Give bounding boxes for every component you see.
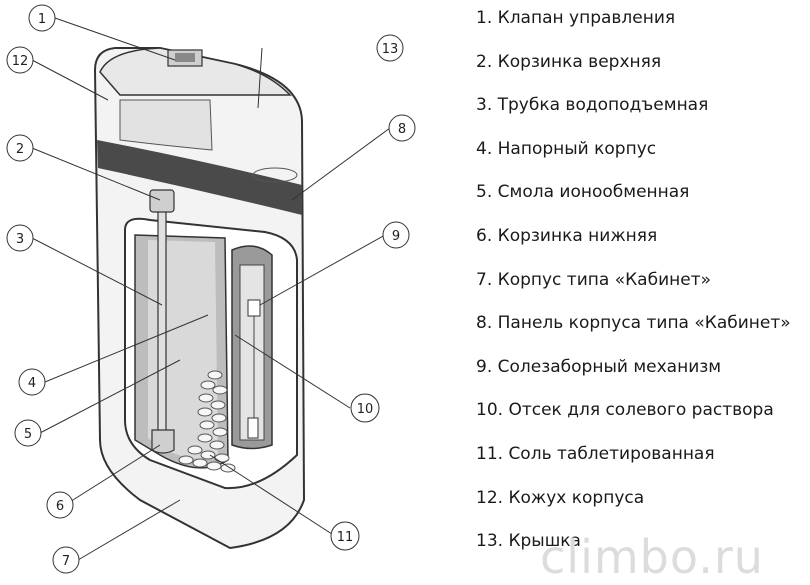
callout-5: 5	[14, 419, 42, 447]
salt-tablets	[178, 370, 236, 473]
svg-text:3: 3	[16, 232, 24, 247]
cutaway-interior	[124, 189, 298, 490]
legend-item-5: 5. Смола ионообменная	[476, 182, 690, 203]
bottom-basket	[151, 429, 175, 454]
callout-8: 8	[388, 114, 416, 142]
callout-10: 10	[350, 393, 380, 423]
svg-text:12: 12	[12, 54, 29, 69]
legend-item-1: 1. Клапан управления	[476, 8, 676, 28]
brine-valve	[247, 299, 261, 317]
svg-text:9: 9	[392, 229, 400, 244]
legend-item-11: 11. Соль таблетированная	[476, 443, 715, 464]
svg-text:13: 13	[382, 42, 399, 57]
svg-text:1: 1	[38, 12, 46, 27]
parts-legend: 1. Клапан управления 2. Корзинка верхняя…	[476, 4, 810, 571]
svg-text:10: 10	[357, 402, 374, 417]
legend-item-7: 7. Корпус типа «Кабинет»	[476, 269, 711, 290]
svg-text:6: 6	[56, 499, 64, 514]
svg-text:5: 5	[24, 427, 32, 442]
riser-tube	[157, 204, 167, 436]
legend-item-2: 2. Корзинка верхняя	[476, 51, 662, 72]
leader-lines	[31, 17, 391, 561]
legend-item-12: 12. Кожух корпуса	[476, 487, 645, 508]
legend-item-8: 8. Панель корпуса типа «Кабинет»	[476, 313, 791, 334]
svg-text:7: 7	[62, 554, 70, 569]
legend-item-9: 9. Солезаборный механизм	[476, 356, 722, 377]
callout-3: 3	[6, 224, 34, 252]
callout-13: 13	[376, 34, 404, 62]
callout-7: 7	[52, 546, 80, 574]
legend-item-6: 6. Корзинка нижняя	[476, 225, 658, 246]
svg-text:2: 2	[16, 142, 24, 157]
callout-1: 1	[28, 4, 56, 32]
callout-9: 9	[382, 221, 410, 249]
svg-text:4: 4	[28, 376, 36, 391]
legend-item-13: 13. Крышка	[476, 531, 581, 552]
callout-2: 2	[6, 134, 34, 162]
top-basket	[149, 189, 175, 213]
callout-11: 11	[330, 521, 360, 551]
svg-text:11: 11	[337, 530, 354, 545]
legend-item-10: 10. Отсек для солевого раствора	[476, 400, 774, 421]
callout-4: 4	[18, 368, 46, 396]
legend-item-3: 3. Трубка водоподъемная	[476, 95, 709, 116]
legend-item-4: 4. Напорный корпус	[476, 138, 657, 159]
watermark: climbo.ru	[540, 530, 764, 584]
callout-12: 12	[6, 46, 34, 74]
svg-text:8: 8	[398, 122, 406, 137]
callout-6: 6	[46, 491, 74, 519]
